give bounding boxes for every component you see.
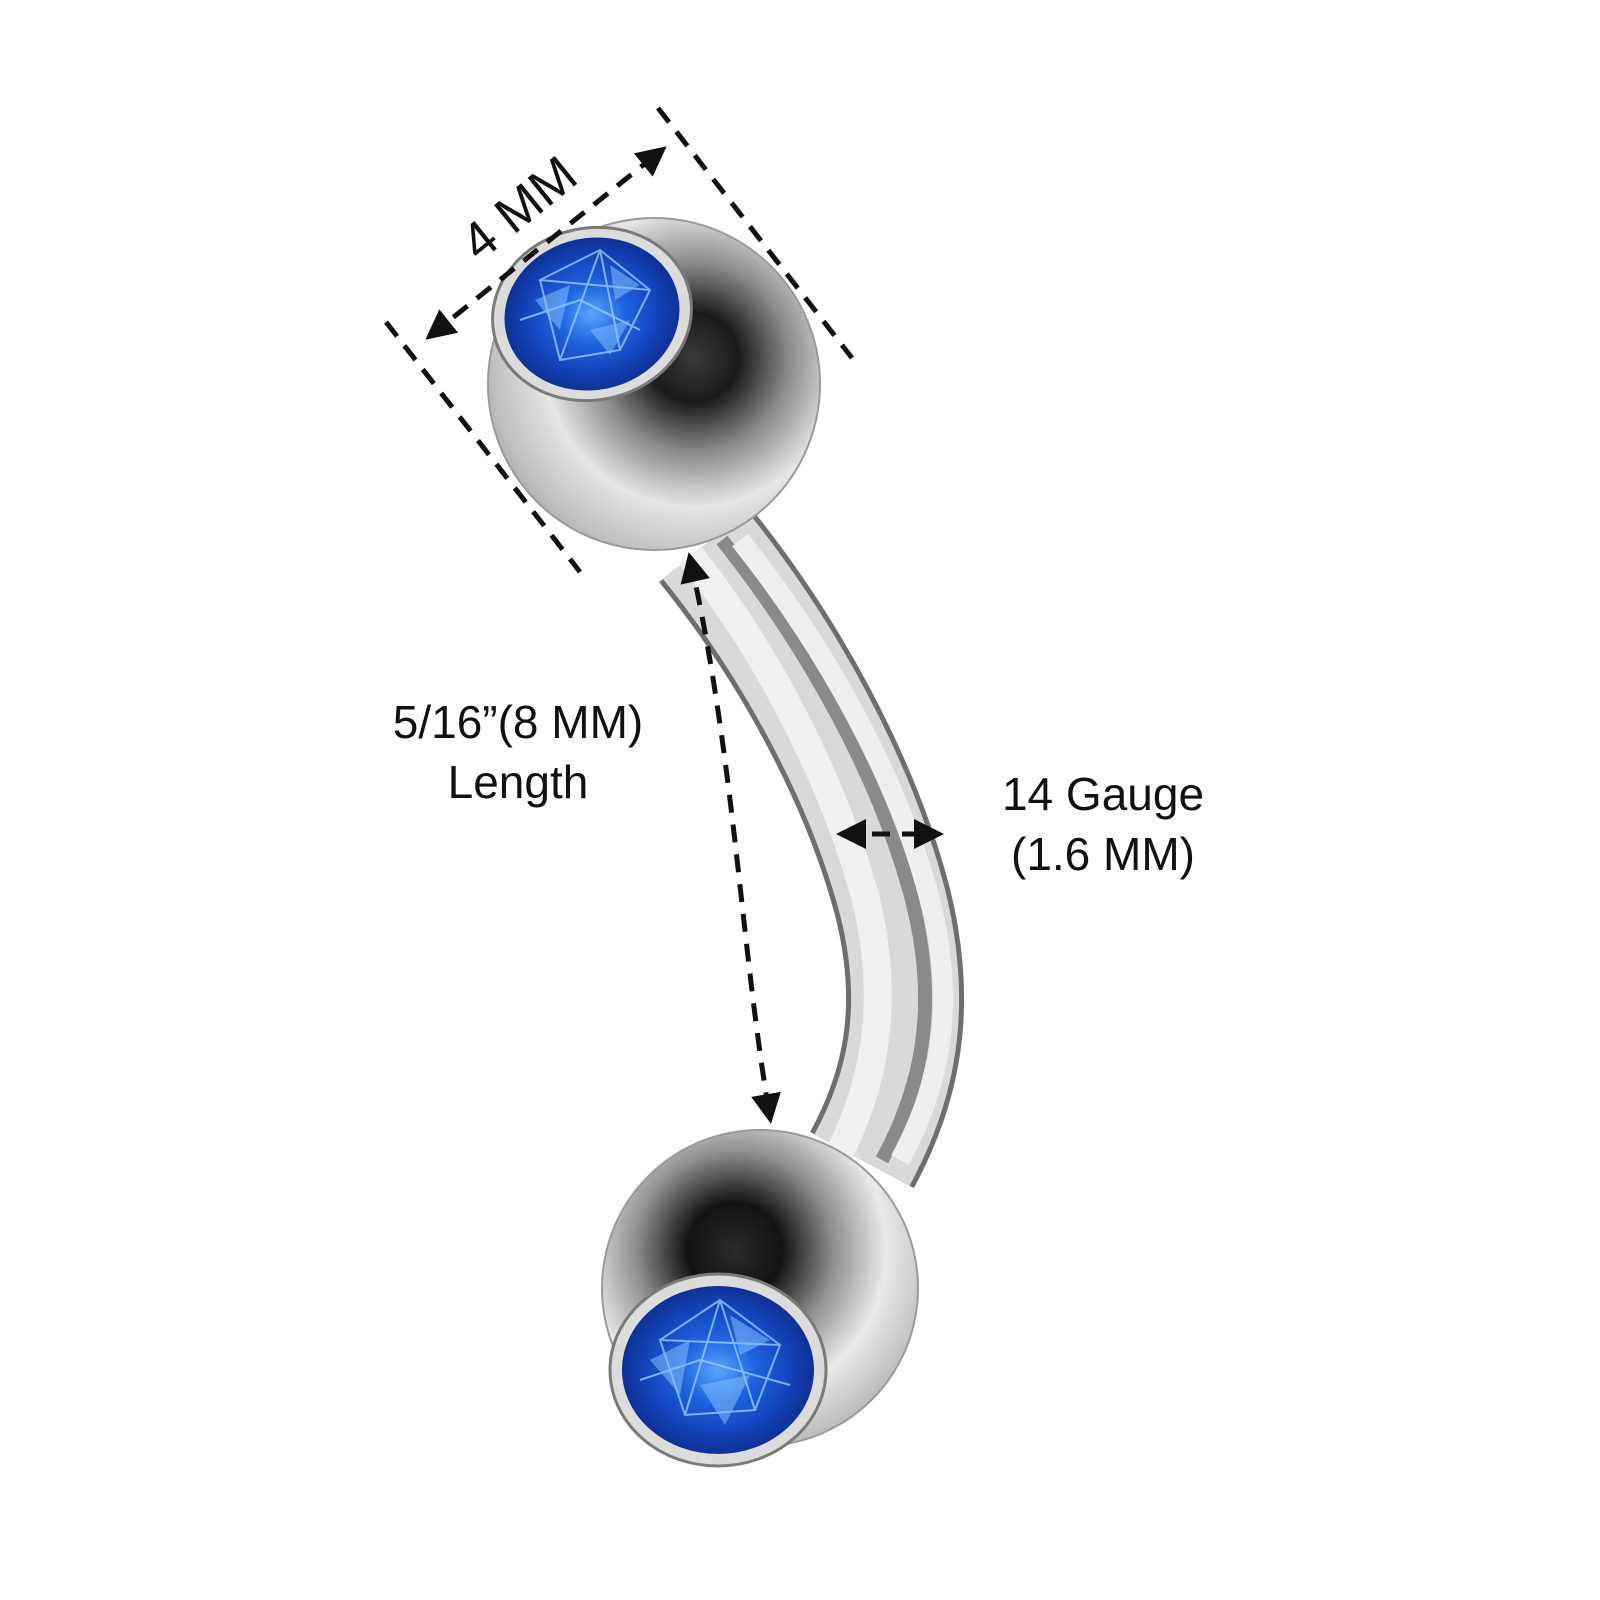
dimension-lines xyxy=(384,106,944,1124)
gem-bottom xyxy=(622,1286,814,1454)
length-label-line2: Length xyxy=(448,756,589,808)
bottom-ball xyxy=(601,1129,919,1468)
gauge-label-line1: 14 Gauge xyxy=(1002,768,1204,820)
length-arrow xyxy=(680,552,781,1124)
ball-diameter-extension-left xyxy=(384,320,582,574)
curved-bar xyxy=(659,507,965,1189)
ball-diameter-extension-right xyxy=(656,106,854,360)
length-label-line1: 5/16”(8 MM) xyxy=(393,696,643,748)
ball-diameter-arrow xyxy=(425,146,667,340)
gauge-label-line2: (1.6 MM) xyxy=(1011,828,1195,880)
